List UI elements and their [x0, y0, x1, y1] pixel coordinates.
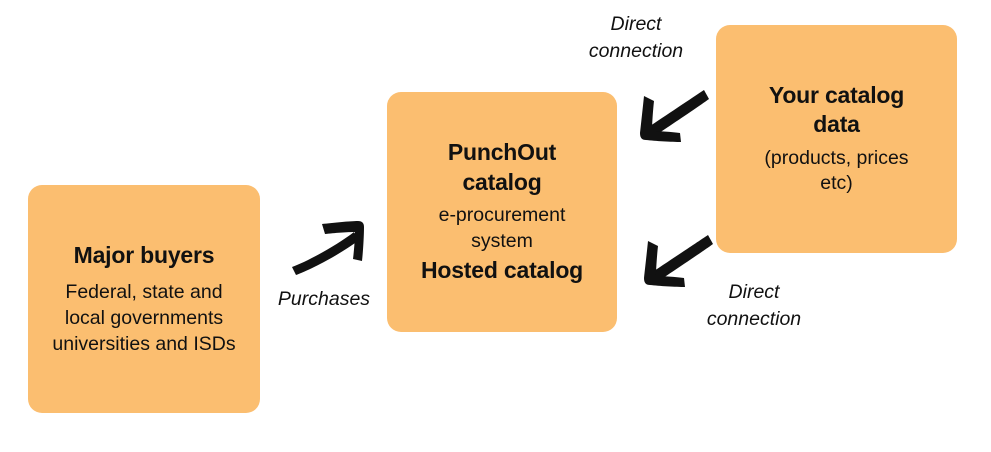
node-your-catalog-data: Your catalog data (products, prices etc) [716, 25, 957, 253]
node-major-buyers-title: Major buyers [73, 241, 215, 268]
node-punchout-catalog: PunchOut catalog e-procurement system Ho… [387, 92, 617, 332]
edge-label-purchases: Purchases [277, 288, 371, 310]
node-major-buyers-subtitle-line-1: Federal, state and [65, 281, 223, 304]
edge-label-direct-connection-top: Direct connection [588, 13, 684, 62]
arrow-down-left-icon [638, 231, 714, 295]
node-your-catalog-data-subtitle-line-1: (products, prices [764, 146, 909, 169]
arrow-down-left-icon [634, 86, 710, 150]
node-punchout-catalog-title-line-2: catalog [462, 168, 542, 195]
node-your-catalog-data-title-line-2: data [813, 111, 860, 138]
node-punchout-catalog-subtitle-line-1: e-procurement [438, 203, 566, 226]
arrow-up-right-icon [288, 218, 368, 276]
node-your-catalog-data-subtitle-line-2: etc) [820, 172, 853, 195]
node-major-buyers-subtitle-line-3: universities and ISDs [52, 332, 236, 355]
node-major-buyers-subtitle-line-2: local governments [64, 306, 224, 329]
node-major-buyers: Major buyers Federal, state and local go… [28, 185, 260, 413]
node-punchout-catalog-hosted-catalog: Hosted catalog [420, 257, 584, 284]
node-punchout-catalog-title-line-1: PunchOut [447, 139, 557, 166]
node-punchout-catalog-subtitle-line-2: system [471, 229, 533, 252]
node-your-catalog-data-title-line-1: Your catalog [768, 81, 905, 108]
edge-label-direct-connection-bottom: Direct connection [706, 281, 802, 330]
